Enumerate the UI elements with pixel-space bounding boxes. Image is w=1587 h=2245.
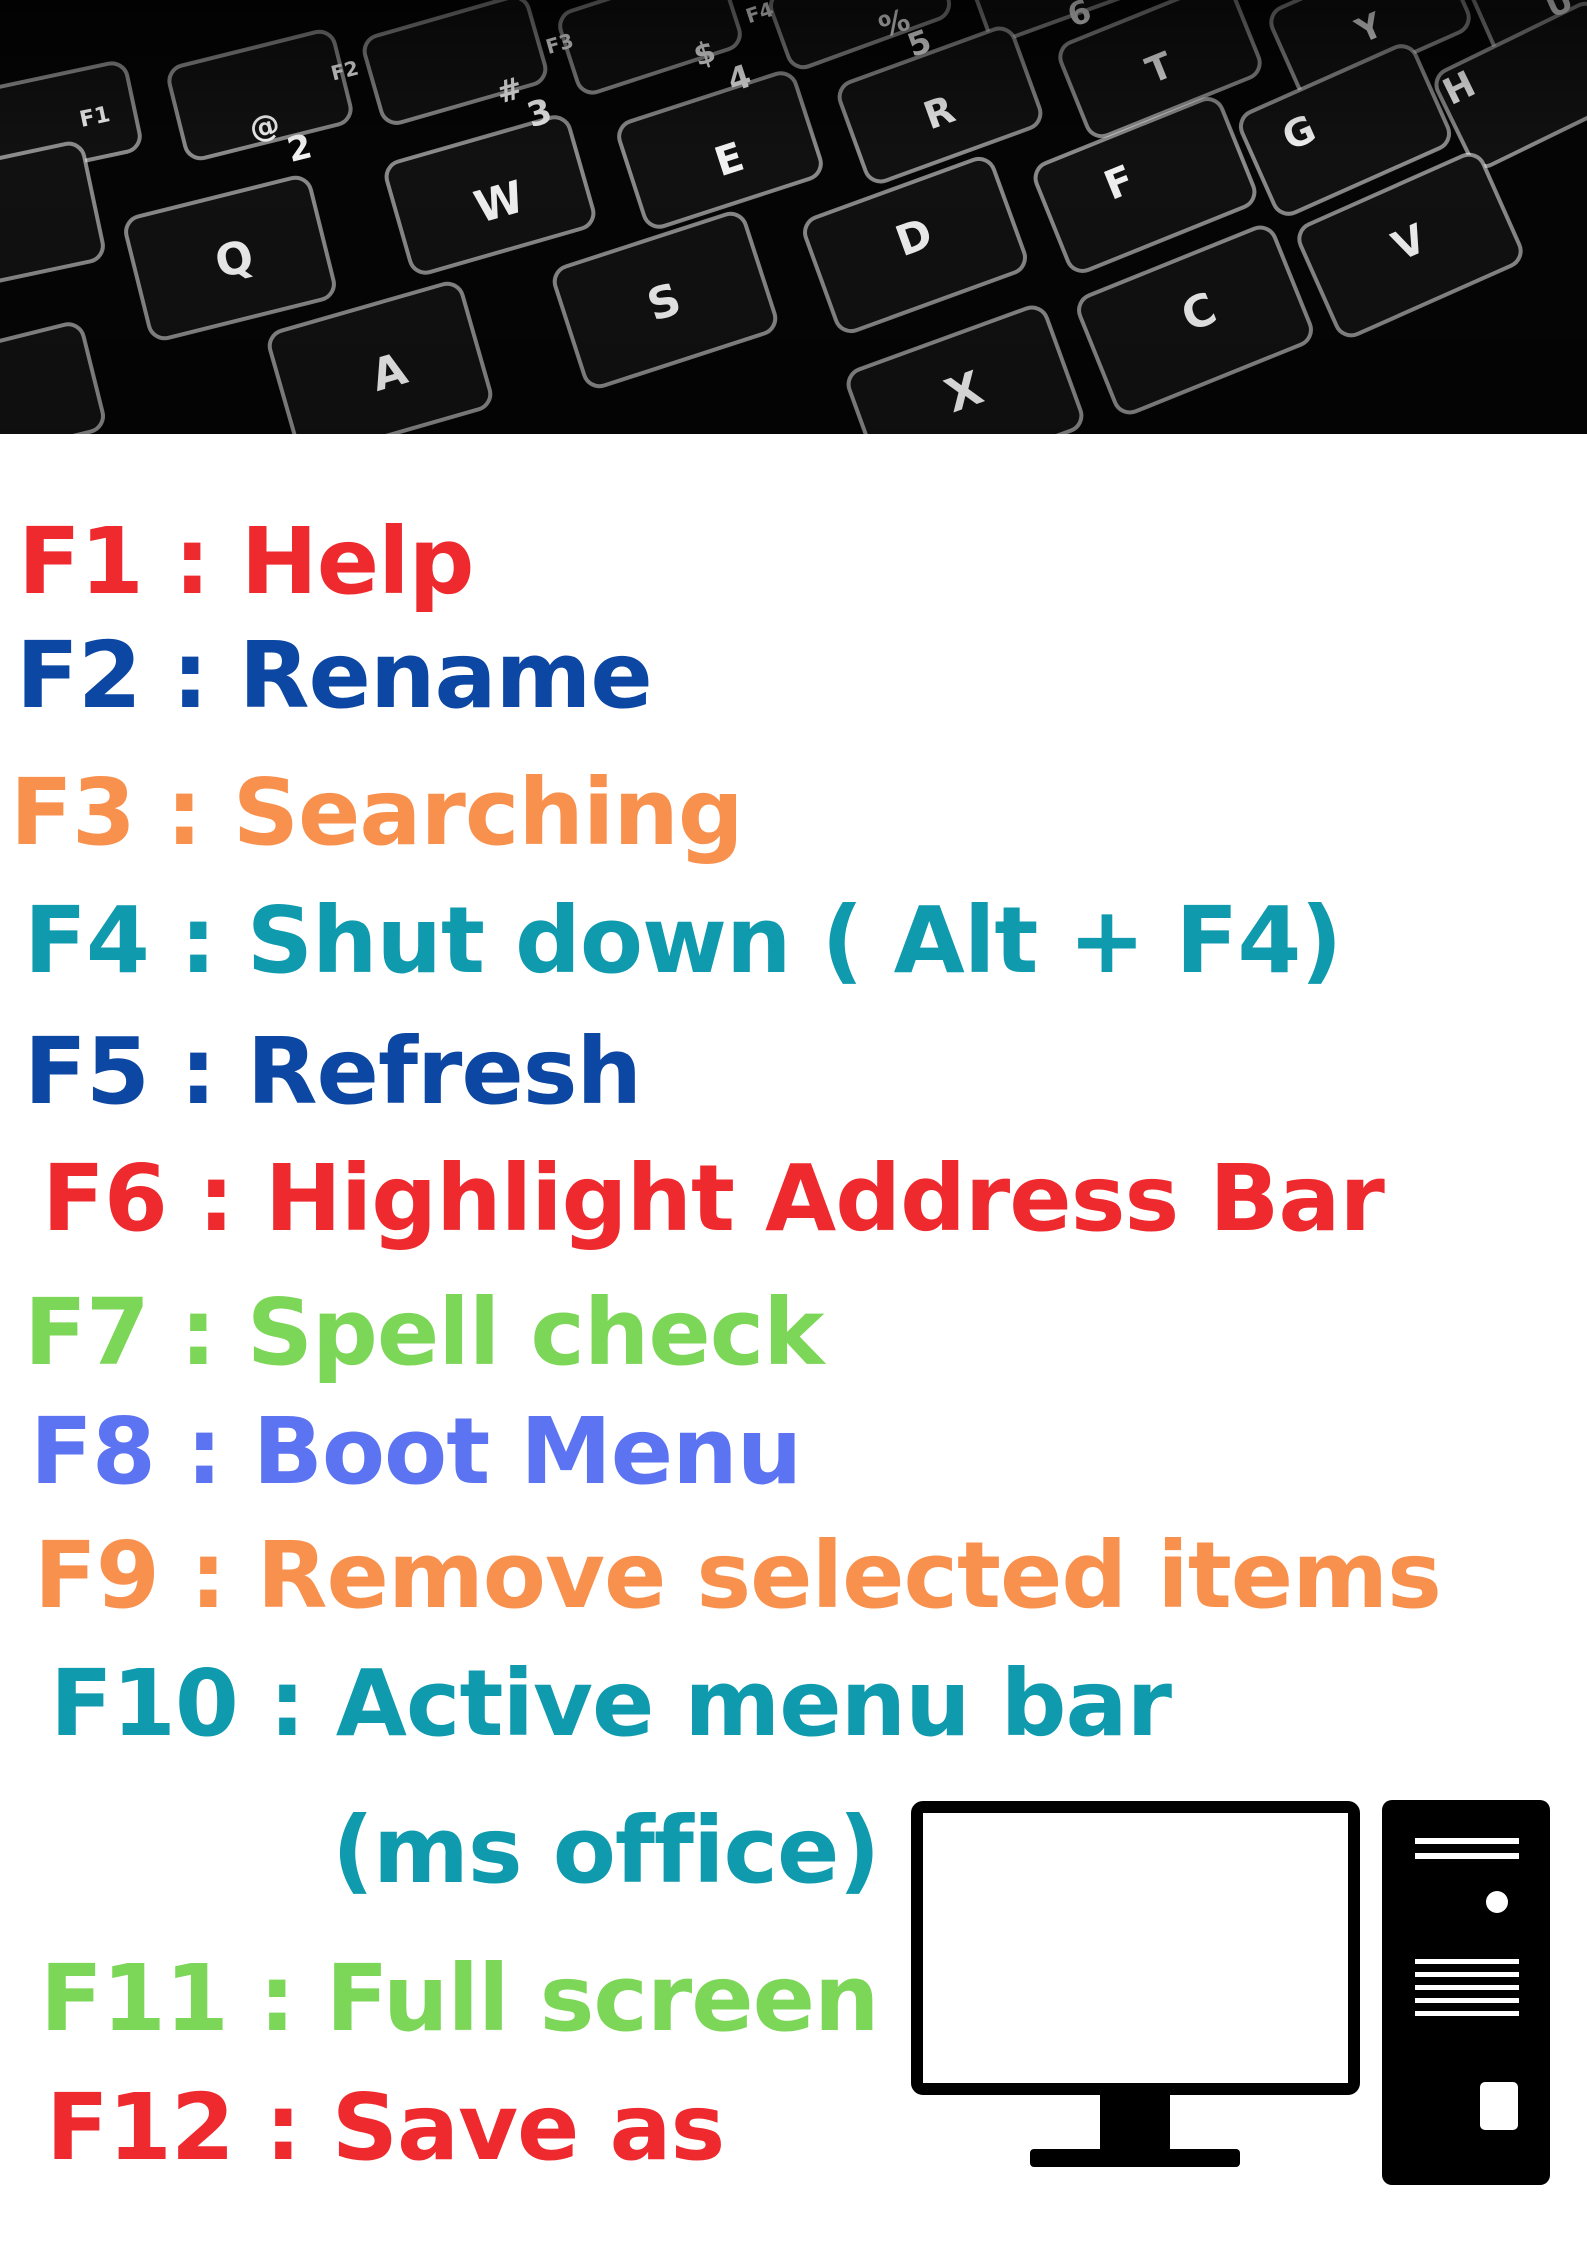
shortcut-f11: F11 : Full screen xyxy=(40,1945,880,2052)
pc-tower-icon xyxy=(1382,1800,1550,2185)
shortcut-f10-continued: (ms office) xyxy=(332,1797,880,1904)
shortcut-f3: F3 : Searching xyxy=(10,759,744,866)
shortcut-f9: F9 : Remove selected items xyxy=(34,1522,1442,1629)
shortcut-f7: F7 : Spell check xyxy=(24,1279,824,1386)
desktop-computer-icon xyxy=(911,1800,1550,2185)
shortcut-f5: F5 : Refresh xyxy=(24,1018,642,1125)
shortcut-f1: F1 : Help xyxy=(18,508,474,615)
shortcut-f12: F12 : Save as xyxy=(46,2074,725,2181)
shortcut-f4: F4 : Shut down ( Alt + F4) xyxy=(24,887,1342,994)
shortcut-f8: F8 : Boot Menu xyxy=(30,1398,802,1505)
shortcut-f10: F10 : Active menu bar xyxy=(50,1650,1172,1757)
shortcut-f2: F2 : Rename xyxy=(16,622,653,729)
keyboard-photo: F1@2F2#3F3$4F4%56QWERTYUASDFGHXCV xyxy=(0,0,1587,434)
monitor-icon xyxy=(911,1801,1360,2167)
shortcut-f6: F6 : Highlight Address Bar xyxy=(42,1145,1385,1252)
